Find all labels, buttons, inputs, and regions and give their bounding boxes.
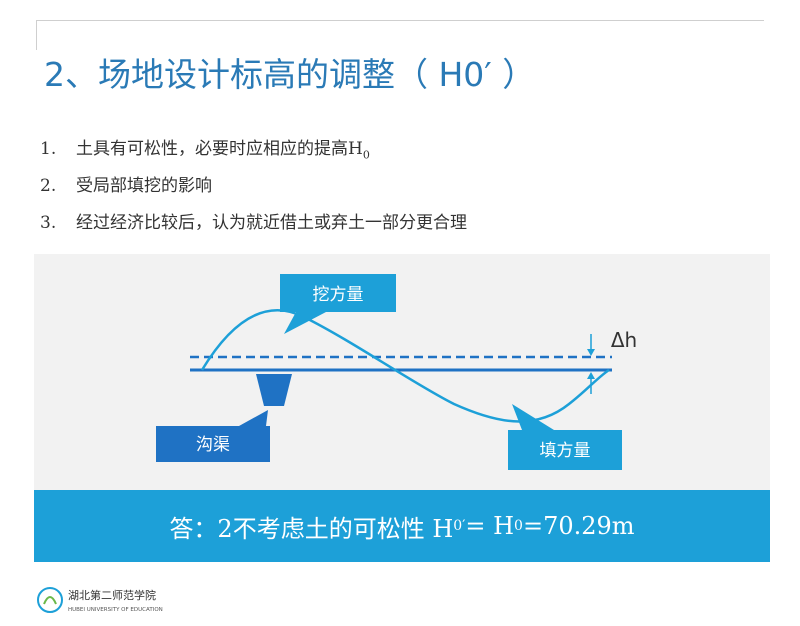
list-item: 1. 土具有可松性，必要时应相应的提高H0 [40,134,467,171]
list-number: 1. [40,139,57,159]
list-text: 土具有可松性，必要时应相应的提高H [76,139,363,159]
list-number: 3. [40,213,57,233]
ditch-label: 沟渠 [196,435,230,455]
list-text: 受局部填挖的影响 [76,176,212,196]
ditch-shape [256,374,292,406]
ground-profile-curve [200,309,610,423]
logo-name: 湖北第二师范学院 [68,588,156,602]
delta-arrowhead-bottom [587,372,595,379]
answer-prefix: 答：2不考虑土的可松性 H [169,514,454,543]
excavation-callout-pointer [284,312,326,334]
delta-h-label: Δh [611,328,637,352]
excavation-callout-box [280,274,396,312]
answer-subscript: 0 [453,518,463,534]
diagram-panel: 挖方量 沟渠 填方量 Δh [34,254,770,490]
excavation-label: 挖方量 [313,285,364,305]
list-text: 经过经济比较后，认为就近借土或弃土一部分更合理 [76,213,467,233]
ditch-callout-box [156,426,270,462]
answer-equals: = H [465,512,515,540]
delta-arrowhead-top [587,349,595,356]
earthwork-diagram: 挖方量 沟渠 填方量 Δh [156,274,637,470]
left-border-line [36,20,37,50]
fill-callout-pointer [512,404,554,430]
list-item: 3. 经过经济比较后，认为就近借土或弃土一部分更合理 [40,208,467,245]
ditch-callout-pointer [239,410,268,426]
list-item: 2. 受局部填挖的影响 [40,171,467,208]
university-logo: 湖北第二师范学院 HUBEI UNIVERSITY OF EDUCATION [36,584,206,616]
fill-callout-box [508,430,622,470]
answer-value: =70.29m [522,512,635,540]
answer-prime: ′ [462,518,466,534]
slide-title: 2、场地设计标高的调整（ H0′ ） [44,55,536,94]
subscript: 0 [362,148,370,162]
point-list: 1. 土具有可松性，必要时应相应的提高H0 2. 受局部填挖的影响 3. 经过经济比较… [40,134,467,245]
answer-subscript: 0 [514,518,523,534]
list-number: 2. [40,176,57,196]
logo-name-en: HUBEI UNIVERSITY OF EDUCATION [68,607,163,613]
top-border-line [36,20,764,21]
logo-graphic: 湖北第二师范学院 HUBEI UNIVERSITY OF EDUCATION [37,587,163,613]
logo-emblem-icon [37,587,63,613]
fill-label: 填方量 [540,441,591,461]
